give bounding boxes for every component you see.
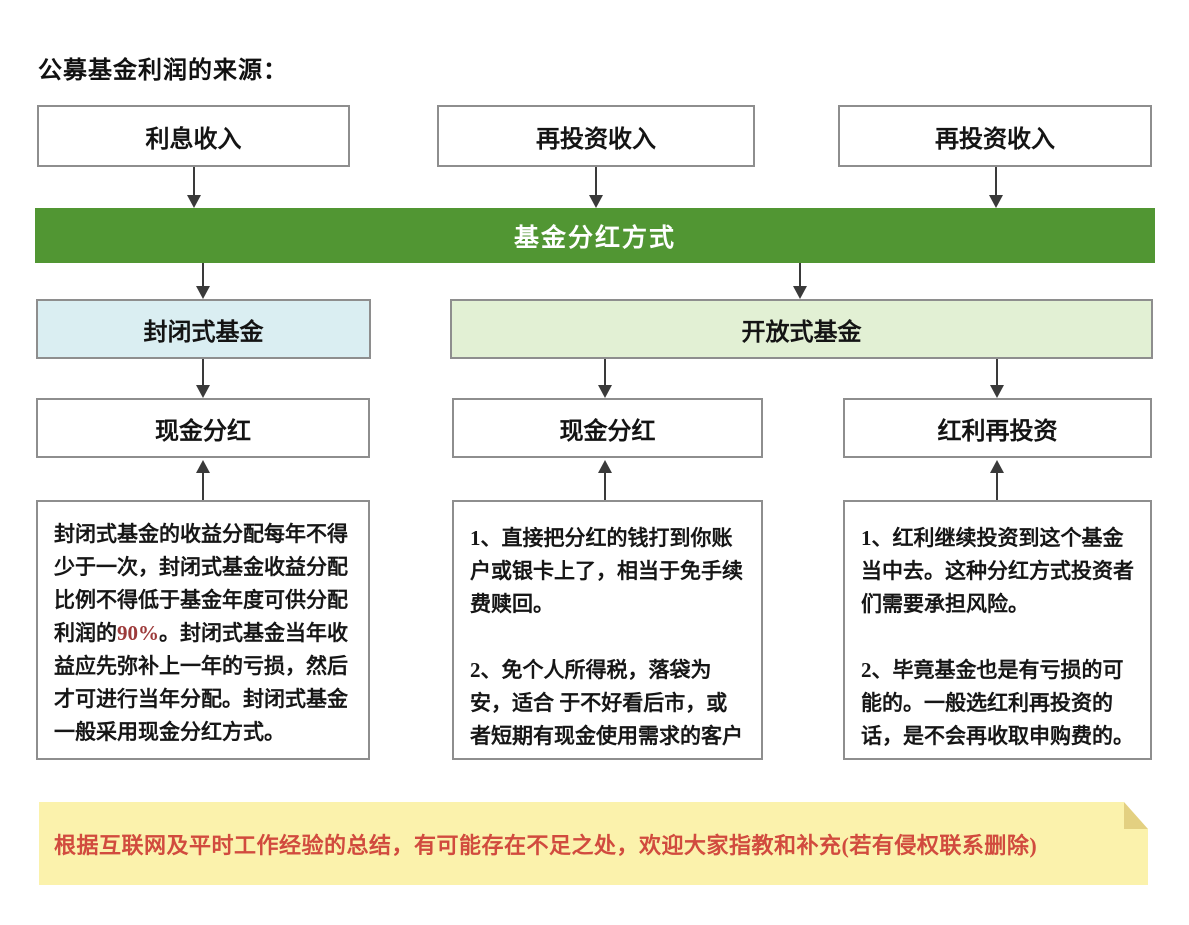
detail-text-pre: 封闭式基金的收益分配每年不得少于一次，封闭式基金收益分配比例不得低于基金年度可供… <box>54 522 348 645</box>
detail-paragraph-2: 2、毕竟基金也是有亏损的可能的。一般选红利再投资的话，是不会再收取申购费的。 <box>861 658 1134 748</box>
detail-box-dividend-reinvest: 1、红利继续投资到这个基金当中去。这种分红方式投资者们需要承担风险。 2、毕竟基… <box>843 500 1152 760</box>
arrow-up-icon <box>598 460 612 500</box>
arrow-up-icon <box>990 460 1004 500</box>
arrow-down-icon <box>989 167 1003 208</box>
method-box-label: 红利再投资 <box>937 418 1058 445</box>
method-box-label: 现金分红 <box>559 418 656 445</box>
source-box-label: 再投资收入 <box>935 126 1055 153</box>
method-box-cash-dividend-open: 现金分红 <box>452 398 763 458</box>
dividend-method-banner: 基金分红方式 <box>35 208 1155 263</box>
detail-text-post: 。封闭式基金当年收益应先弥补上一年的亏损，然后才可进行当年分配。封闭式基金一般采… <box>54 621 348 744</box>
arrow-down-icon <box>187 167 201 208</box>
arrow-down-icon <box>793 263 807 299</box>
detail-box-closed-fund: 封闭式基金的收益分配每年不得少于一次，封闭式基金收益分配比例不得低于基金年度可供… <box>36 500 370 760</box>
source-box-reinvest-income-1: 再投资收入 <box>437 105 755 167</box>
detail-paragraph-2: 2、免个人所得税，落袋为安，适合 于不好看后市，或者短期有现金使用需求的客户 <box>470 658 743 748</box>
arrow-down-icon <box>589 167 603 208</box>
detail-box-cash-dividend: 1、直接把分红的钱打到你账户或银卡上了，相当于免手续费赎回。 2、免个人所得税，… <box>452 500 763 760</box>
detail-text: 封闭式基金的收益分配每年不得少于一次，封闭式基金收益分配比例不得低于基金年度可供… <box>54 518 353 749</box>
dog-ear-fold-icon <box>1124 802 1148 829</box>
arrow-down-icon <box>196 263 210 299</box>
open-fund-label: 开放式基金 <box>741 319 862 346</box>
banner-label: 基金分红方式 <box>513 224 676 252</box>
detail-paragraph-1: 1、红利继续投资到这个基金当中去。这种分红方式投资者们需要承担风险。 <box>861 526 1134 616</box>
source-box-label: 利息收入 <box>145 126 242 153</box>
footer-note-text: 根据互联网及平时工作经验的总结，有可能存在不足之处，欢迎大家指教和补充(若有侵权… <box>54 832 1038 858</box>
arrow-up-icon <box>196 460 210 500</box>
detail-paragraph-1: 1、直接把分红的钱打到你账户或银卡上了，相当于免手续费赎回。 <box>470 526 743 616</box>
source-box-interest-income: 利息收入 <box>37 105 350 167</box>
open-fund-box: 开放式基金 <box>450 299 1153 359</box>
page-title: 公募基金利润的来源： <box>38 58 288 84</box>
source-box-reinvest-income-2: 再投资收入 <box>838 105 1152 167</box>
arrow-down-icon <box>990 359 1004 398</box>
method-box-cash-dividend-closed: 现金分红 <box>36 398 370 458</box>
method-box-dividend-reinvest: 红利再投资 <box>843 398 1152 458</box>
detail-text-highlight: 90% <box>117 621 159 645</box>
closed-fund-label: 封闭式基金 <box>143 319 264 346</box>
closed-fund-box: 封闭式基金 <box>36 299 371 359</box>
method-box-label: 现金分红 <box>155 418 251 445</box>
source-box-label: 再投资收入 <box>536 126 656 153</box>
arrow-down-icon <box>598 359 612 398</box>
arrow-down-icon <box>196 359 210 398</box>
footer-note: 根据互联网及平时工作经验的总结，有可能存在不足之处，欢迎大家指教和补充(若有侵权… <box>39 802 1148 885</box>
